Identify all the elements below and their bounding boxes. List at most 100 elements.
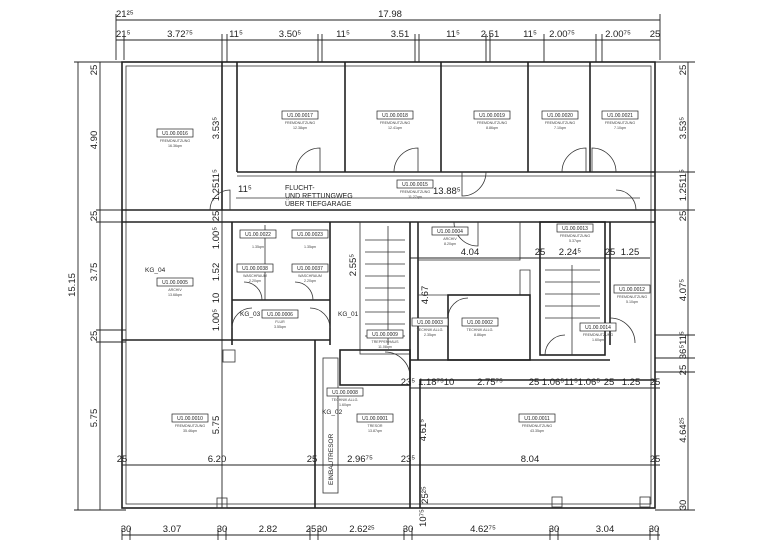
dim: 10 bbox=[211, 293, 222, 304]
dim: 11⁵ bbox=[523, 29, 537, 40]
room-id: U1.00.0022 bbox=[245, 232, 271, 238]
room-use: ARCHIV bbox=[168, 288, 182, 292]
dim: 30 bbox=[403, 524, 414, 535]
dim: 25 bbox=[535, 247, 546, 258]
dimension-lines bbox=[74, 14, 695, 540]
room-use: FREMDNUTZUNG bbox=[617, 295, 648, 299]
dim: 13.88⁵ bbox=[433, 186, 461, 197]
dim: 25 bbox=[650, 377, 661, 388]
dim: 8.04 bbox=[521, 454, 540, 465]
dim: 11⁵ bbox=[336, 29, 350, 40]
room-use: WASCHRAUM bbox=[298, 274, 322, 278]
dim: 11⁵ bbox=[238, 184, 252, 195]
room-use: TECHNIK ALLG. bbox=[332, 398, 359, 402]
dim: 1.00⁵ bbox=[211, 227, 222, 249]
room-use: FREMDNUTZUNG bbox=[380, 121, 411, 125]
room-id: U1.00.0013 bbox=[562, 226, 588, 232]
room-use: FREMDNUTZUNG bbox=[160, 139, 191, 143]
overall-width: 17.98 bbox=[378, 9, 402, 20]
dim: 4.67 bbox=[420, 286, 431, 305]
room-area: 5.10qm bbox=[626, 300, 638, 304]
room-area: 2.20qm bbox=[249, 279, 261, 283]
room-use: WASCHRAUM bbox=[243, 274, 267, 278]
room-use: ARCHIV bbox=[443, 237, 457, 241]
room-use: FREMDNUTZUNG bbox=[175, 424, 206, 428]
room-id: U1.00.0021 bbox=[607, 113, 633, 119]
dim: 4.61⁵ bbox=[418, 419, 429, 441]
zone-label: KG_03 bbox=[240, 311, 261, 318]
dim: 11⁵ bbox=[564, 377, 578, 388]
room-tag-box bbox=[431, 226, 469, 236]
room-tag-box bbox=[171, 413, 209, 423]
room-tag-box bbox=[239, 229, 277, 239]
dim: 23⁵ bbox=[401, 377, 416, 388]
dim: 25²⁵ bbox=[420, 486, 431, 504]
room-id: U1.00.0038 bbox=[242, 266, 268, 272]
dim: 2.55⁵ bbox=[348, 254, 359, 276]
dim: 10 bbox=[444, 377, 455, 388]
dim: 25 bbox=[605, 247, 616, 258]
room-area: 35.46qm bbox=[183, 429, 197, 433]
room-id: U1.00.0005 bbox=[162, 280, 188, 286]
dim: 2.00⁷⁵ bbox=[549, 29, 575, 40]
dim: 10⁷⁵ bbox=[418, 509, 429, 527]
room-tag-box bbox=[461, 317, 499, 327]
dim: 6.20 bbox=[208, 454, 227, 465]
room-area: 13.68qm bbox=[168, 293, 182, 297]
room-area: 12.41qm bbox=[388, 126, 402, 130]
room-tag-box bbox=[396, 179, 434, 189]
dim: 3.04 bbox=[596, 524, 615, 535]
room-id: U1.00.0008 bbox=[332, 390, 358, 396]
dim: 21²⁵ bbox=[116, 9, 134, 20]
dim: 3.51 bbox=[391, 29, 410, 40]
dim: 5.75 bbox=[211, 416, 222, 435]
dim: 2.62²⁵ bbox=[349, 524, 375, 535]
room-id: U1.00.0019 bbox=[479, 113, 505, 119]
dim: 25 bbox=[89, 331, 100, 342]
room-id: U1.00.0015 bbox=[402, 182, 428, 188]
room-area: 2.20qm bbox=[304, 279, 316, 283]
room-tag-box bbox=[356, 413, 394, 423]
room-area: 8.20qm bbox=[444, 242, 456, 246]
dim: 1.52 bbox=[211, 263, 222, 282]
room-area: 13.87qm bbox=[368, 429, 382, 433]
room-tag-box bbox=[579, 322, 617, 332]
zone-labels: KG_04 KG_03 KG_01 KG_02 FLUCHT- UND RETT… bbox=[145, 185, 359, 485]
dim: 30 bbox=[678, 500, 689, 511]
dim: 25 bbox=[117, 454, 128, 465]
room-id: U1.00.0016 bbox=[162, 131, 188, 137]
dim: 1.06⁵ bbox=[578, 377, 600, 388]
dim: 21⁵ bbox=[116, 29, 131, 40]
room-area: 3.55qm bbox=[274, 325, 286, 329]
room-area: 11.08qm bbox=[378, 345, 392, 349]
dim: 30 bbox=[217, 524, 228, 535]
room-area: 2.35qm bbox=[424, 333, 436, 337]
room-area: 16.36qm bbox=[168, 144, 182, 148]
dim: 25 bbox=[678, 211, 689, 222]
dim: 1.25 bbox=[621, 247, 640, 258]
dim: 1.25 bbox=[211, 183, 222, 202]
room-use: TECHNIK ALLG. bbox=[417, 328, 444, 332]
dim: 4.07⁵ bbox=[678, 279, 689, 301]
escape-route-note: UND RETTUNGWEG bbox=[285, 193, 353, 200]
room-id: U1.00.0012 bbox=[619, 287, 645, 293]
dim: 25 bbox=[89, 211, 100, 222]
room-use: FREMDNUTZUNG bbox=[400, 190, 431, 194]
room-area: 5.37qm bbox=[569, 239, 581, 243]
dim: 25 bbox=[678, 365, 689, 376]
dim: 25 bbox=[211, 211, 222, 222]
room-use: FREMDNUTZUNG bbox=[285, 121, 316, 125]
